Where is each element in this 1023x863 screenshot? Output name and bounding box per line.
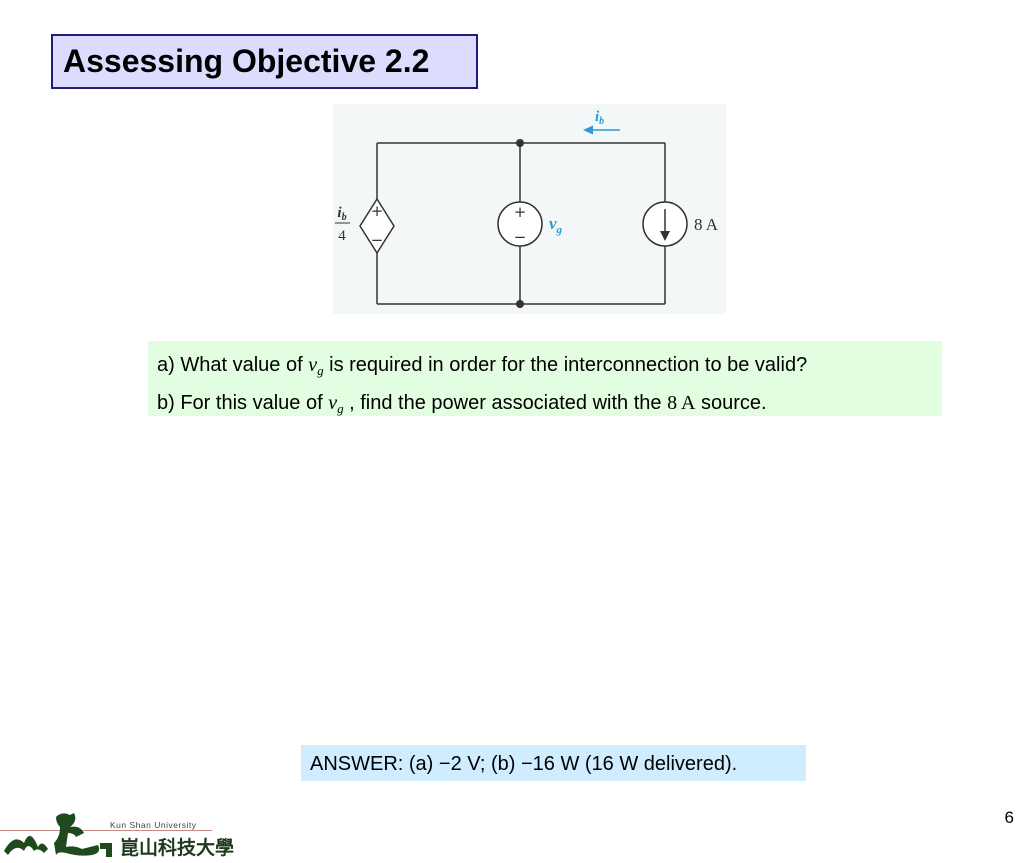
dep-source-numerator: ib <box>337 205 346 223</box>
ib-label: ib <box>595 109 604 127</box>
left-arrow-icon <box>583 125 593 135</box>
logo-divider <box>0 830 212 831</box>
vg-plus: + <box>514 203 527 221</box>
vg-minus: − <box>514 228 527 246</box>
question-b-middle: , find the power associated with the <box>343 392 668 414</box>
down-arrow-icon <box>660 231 670 241</box>
question-a-suffix: is required in order for the interconnec… <box>323 354 808 376</box>
question-b-prefix: b) For this value of <box>157 392 329 414</box>
bottom-node <box>516 300 524 308</box>
question-a-variable: vg <box>308 354 324 378</box>
page-number: 6 <box>1004 808 1014 827</box>
university-english-name: Kun Shan University <box>110 820 197 830</box>
current-source-label: 8 A <box>694 215 719 234</box>
dep-source-denominator: 4 <box>338 228 346 244</box>
university-logo-icon <box>4 813 112 857</box>
question-box: a) What value of vg is required in order… <box>148 341 942 416</box>
vg-label: vg <box>549 214 563 236</box>
circuit-svg: + − ib 4 + − vg 8 A ib <box>335 109 719 308</box>
answer-box: ANSWER: (a) −2 V; (b) −16 W (16 W delive… <box>301 745 806 781</box>
dependent-voltage-source <box>359 197 395 255</box>
question-b-source: 8 A <box>667 392 696 414</box>
university-chinese-name: 崑山科技大學 <box>120 837 235 859</box>
question-a: a) What value of vg is required in order… <box>157 349 942 387</box>
circuit-diagram: + − ib 4 + − vg 8 A ib <box>333 104 726 314</box>
dep-source-minus: − <box>371 231 384 249</box>
question-b-suffix: source. <box>695 392 767 414</box>
top-node <box>516 139 524 147</box>
question-a-prefix: a) What value of <box>157 354 309 376</box>
question-b-variable: vg <box>328 392 344 416</box>
dep-source-plus: + <box>371 202 384 220</box>
question-b: b) For this value of vg , find the power… <box>157 387 942 425</box>
voltage-source-vg <box>497 201 543 247</box>
slide-title: Assessing Objective 2.2 <box>51 34 478 89</box>
